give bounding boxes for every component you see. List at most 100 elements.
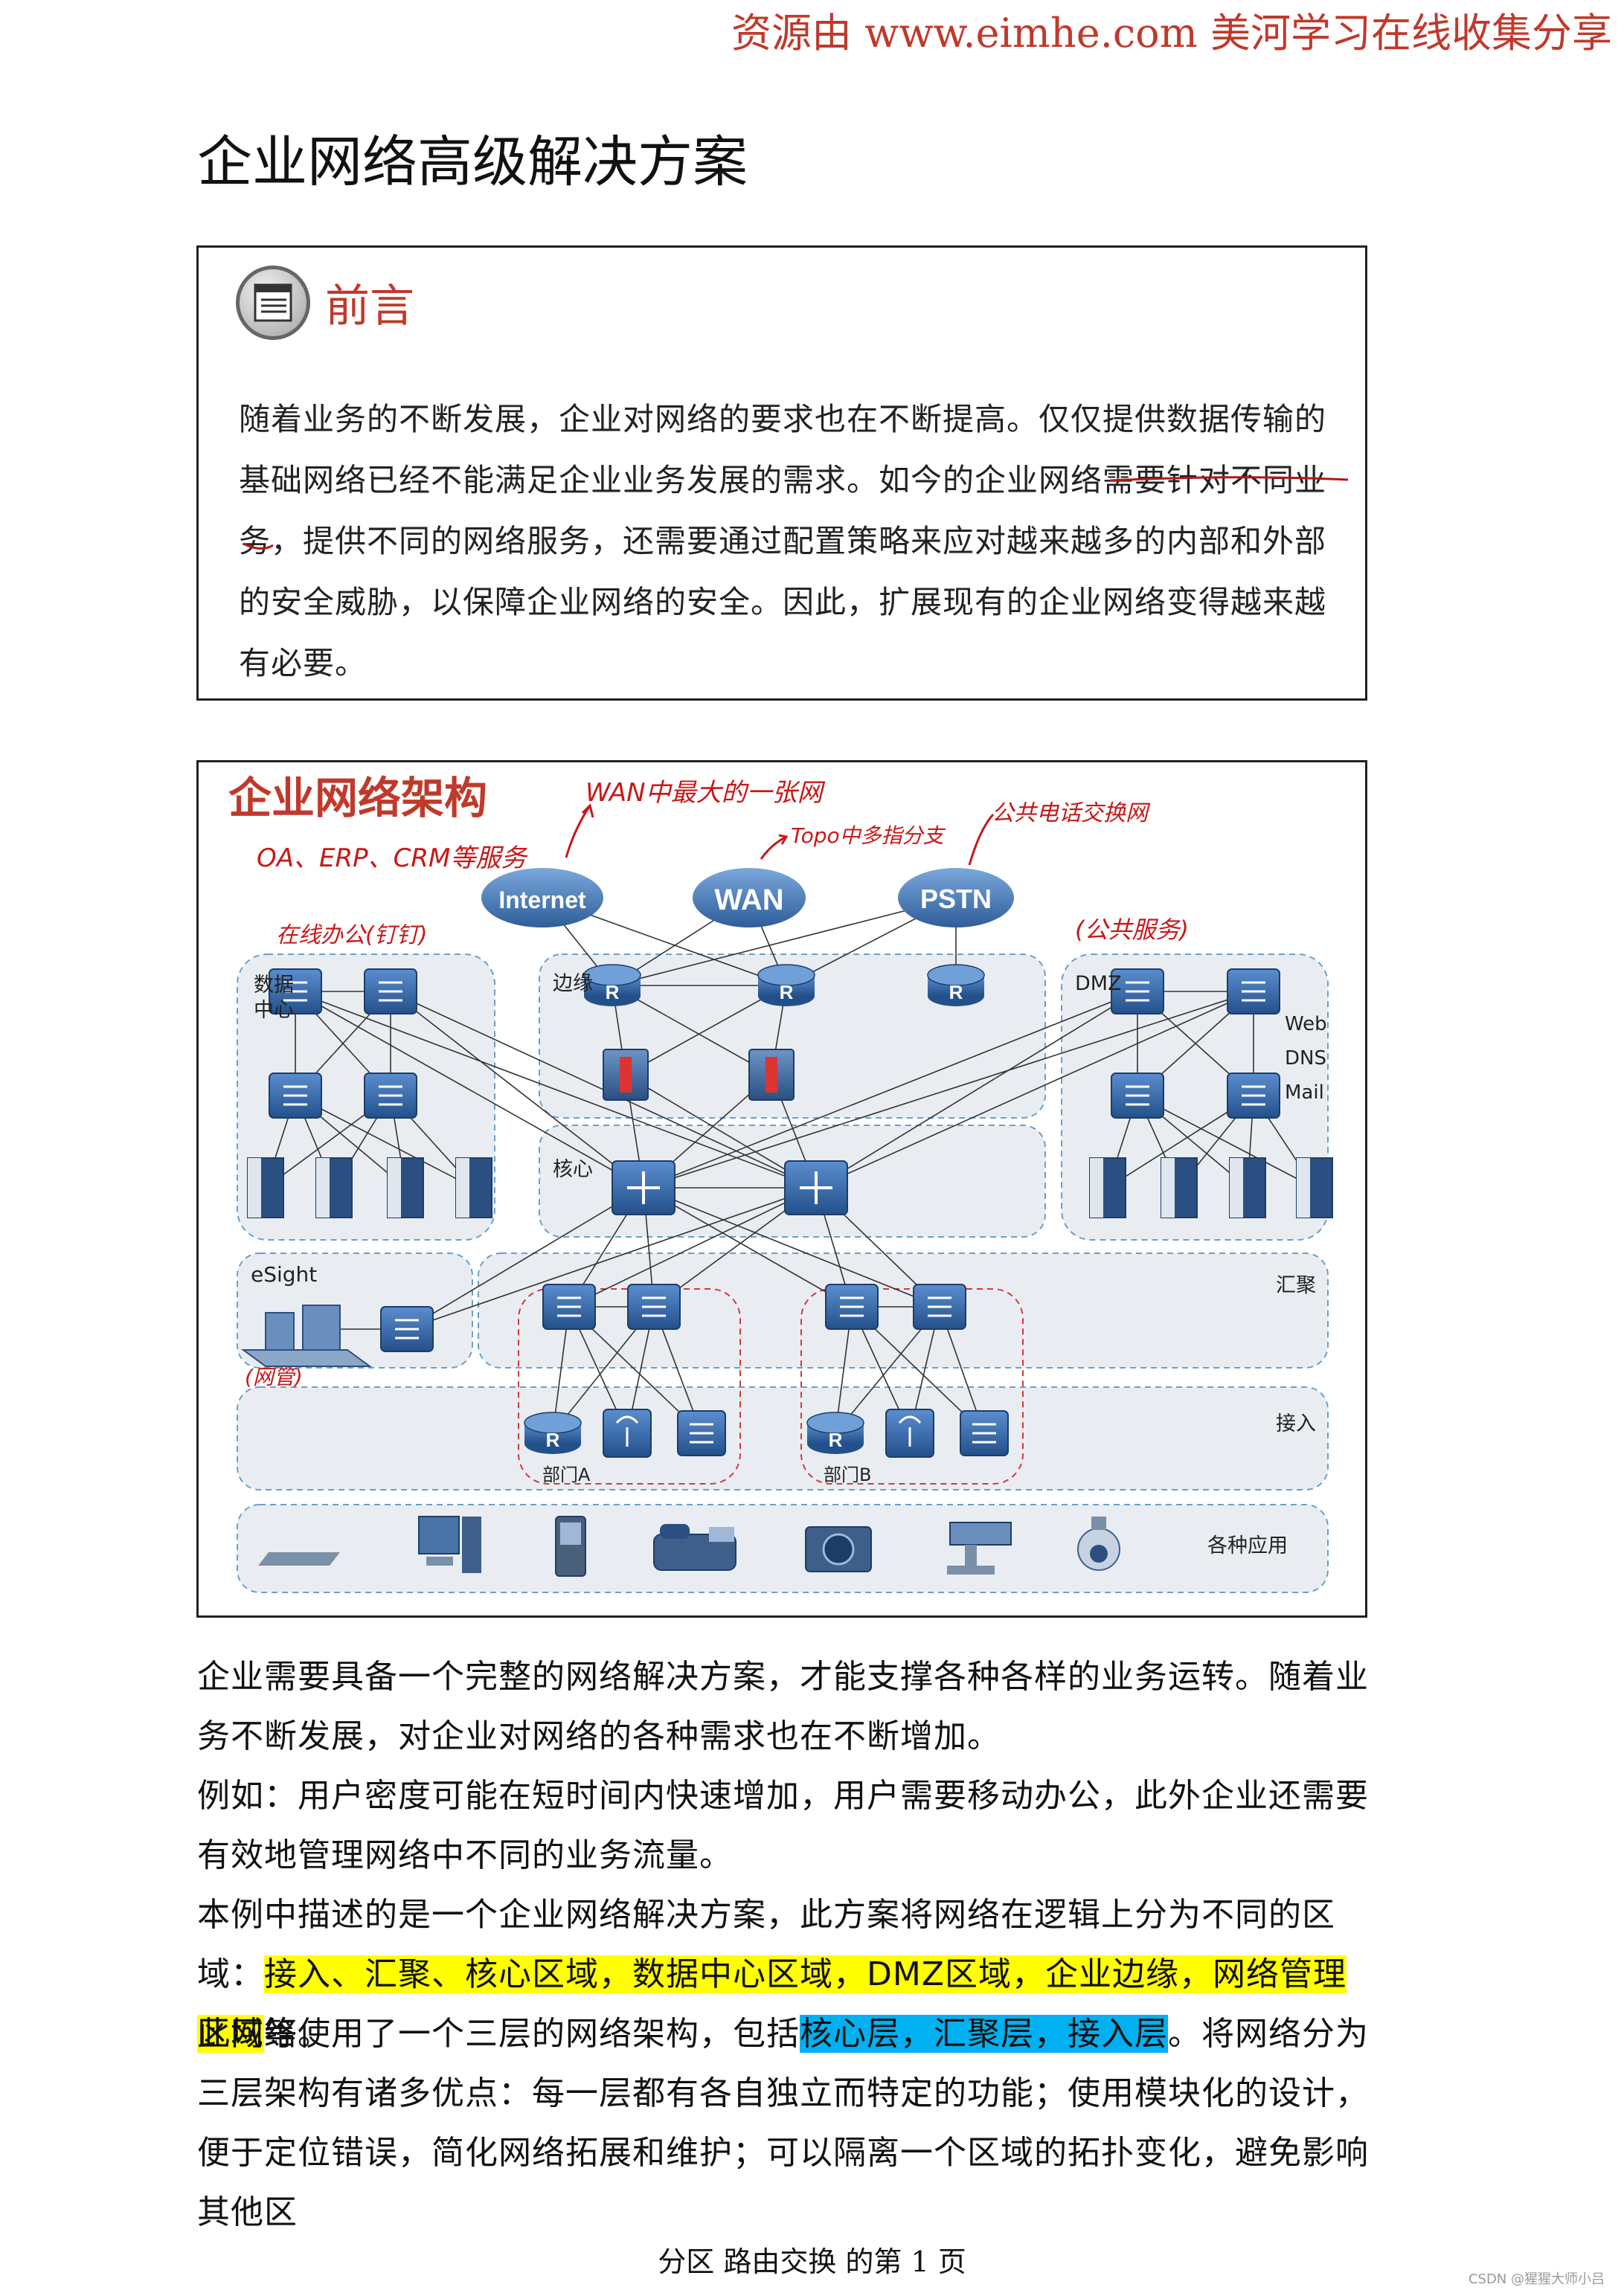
edge-router-icon: R	[583, 964, 641, 1006]
department-router-icon: R	[524, 1412, 582, 1454]
zone-label-esight: eSight	[251, 1262, 317, 1287]
datacenter-access-switch-icon	[364, 1073, 417, 1119]
router-label: R	[829, 1429, 843, 1451]
zone-label-aggregation: 汇聚	[1276, 1274, 1316, 1297]
department-router-icon: R	[806, 1412, 864, 1454]
aggregation-switch-icon	[627, 1284, 681, 1330]
dmz-service-mail: Mail	[1285, 1081, 1324, 1104]
pda-icon	[555, 1516, 586, 1577]
edge-router-icon: R	[757, 964, 815, 1006]
preface-heading: 前言	[325, 280, 414, 332]
handwritten-note-wan: WAN中最大的一张网	[585, 778, 826, 808]
department-a-outline	[518, 1288, 741, 1485]
cloud-label-pstn: PSTN	[920, 884, 992, 914]
handwritten-note-nms: (网管)	[245, 1365, 303, 1389]
wireless-ap-icon	[603, 1409, 652, 1458]
paragraph-4-highlight: 核心层，汇聚层，接入层	[800, 2015, 1168, 2053]
cloud-label-wan: WAN	[714, 884, 783, 916]
zone-label-access: 接入	[1276, 1412, 1316, 1435]
datacenter-core-switch-icon	[269, 968, 322, 1014]
wan-cloud: WAN	[693, 868, 806, 927]
zone-label-edge: 边缘	[553, 972, 593, 995]
diagram-title: 企业网络架构	[228, 773, 487, 823]
pstn-cloud: PSTN	[898, 868, 1014, 927]
laptop-icon	[258, 1552, 340, 1566]
paragraph-4-text: 此网络使用了一个三层的网络架构，包括	[197, 2015, 800, 2053]
zone-access	[237, 1386, 1329, 1491]
firewall-icon	[748, 1049, 795, 1101]
handwritten-note-pstn: 公共电话交换网	[992, 800, 1151, 826]
internet-cloud: Internet	[481, 868, 603, 927]
page-title: 企业网络高级解决方案	[197, 130, 748, 194]
zone-label-apps: 各种应用	[1207, 1534, 1288, 1557]
paragraph-4-tail: 。将网络分为三层架构有诸多优点：每一层都有各自独立而特定的功能；使用模块化的设计…	[197, 2015, 1369, 2231]
router-label: R	[780, 981, 794, 1003]
zone-edge	[539, 954, 1046, 1119]
paragraph-3-tail: 等。	[264, 2015, 331, 2053]
paragraph-1: 企业需要具备一个完整的网络解决方案，才能支撑各种各样的业务运转。随着业务不断发展…	[197, 1658, 1369, 1755]
access-switch-icon	[677, 1410, 726, 1456]
preface-box: 前言 随着业务的不断发展，企业对网络的要求也在不断提高。仅仅提供数据传输的基础网…	[196, 245, 1367, 701]
dmz-service-dns: DNS	[1285, 1047, 1326, 1070]
zone-aggregation	[478, 1252, 1329, 1369]
firewall-icon	[603, 1049, 649, 1101]
paragraph-3: 本例中描述的是一个企业网络解决方案，此方案将网络在逻辑上分为不同的区域：接入、汇…	[197, 1885, 1373, 2064]
router-label: R	[606, 981, 620, 1003]
datacenter-server-icon	[387, 1157, 424, 1218]
esight-switch-icon	[380, 1306, 434, 1352]
dmz-server-icon	[1296, 1157, 1333, 1218]
datacenter-server-icon	[455, 1157, 492, 1218]
zone-label-dmz: DMZ	[1075, 972, 1122, 995]
management-station-icon	[240, 1305, 373, 1367]
dmz-access-switch-icon	[1111, 1073, 1164, 1119]
aggregation-switch-icon	[542, 1284, 596, 1330]
router-label: R	[546, 1429, 560, 1451]
datacenter-core-switch-icon	[364, 968, 417, 1014]
handwritten-note-online: 在线办公(钉钉)	[276, 922, 427, 948]
dmz-server-icon	[1089, 1157, 1126, 1218]
datacenter-server-icon	[247, 1157, 284, 1218]
core-switch-icon	[612, 1160, 675, 1215]
page-footer: 分区 路由交换 的第 1 页	[658, 2245, 966, 2278]
paragraph-2: 例如：用户密度可能在短时间内快速增加，用户需要移动办公，此外企业还需要有效地管理…	[197, 1777, 1369, 1874]
surveillance-camera-icon	[947, 1522, 1012, 1575]
zone-label-datacenter-2: 中心	[254, 999, 294, 1022]
preface-body: 随着业务的不断发展，企业对网络的要求也在不断提高。仅仅提供数据传输的基础网络已经…	[239, 401, 1327, 681]
dmz-service-web: Web	[1285, 1013, 1327, 1035]
handwritten-note-topo: Topo中多指分支	[791, 823, 946, 848]
zone-label-datacenter-1: 数据	[254, 974, 294, 997]
document-list-icon	[236, 266, 310, 340]
cloud-label-internet: Internet	[498, 887, 586, 913]
dmz-access-switch-icon	[1227, 1073, 1280, 1119]
aggregation-switch-icon	[825, 1284, 879, 1330]
department-label-b: 部门B	[824, 1464, 871, 1485]
dmz-core-switch-icon	[1227, 968, 1280, 1014]
datacenter-access-switch-icon	[269, 1073, 322, 1119]
handwritten-note-oa: OA、ERP、CRM等服务	[257, 843, 528, 873]
csdn-watermark: CSDN @猩猩大师小吕	[1468, 2271, 1605, 2287]
aggregation-switch-icon	[913, 1284, 966, 1330]
edge-router-icon: R	[927, 964, 985, 1006]
department-label-a: 部门A	[542, 1464, 591, 1485]
ip-phone-icon	[653, 1524, 736, 1571]
handwritten-arrows	[565, 803, 995, 866]
router-label: R	[949, 981, 963, 1003]
paragraph-4: 此网络使用了一个三层的网络架构，包括核心层，汇聚层，接入层。将网络分为三层架构有…	[197, 2004, 1373, 2242]
camera-icon	[805, 1526, 872, 1572]
dmz-server-icon	[1229, 1157, 1266, 1218]
handwritten-note-public: (公共服务)	[1075, 916, 1189, 944]
zone-apps	[237, 1504, 1329, 1593]
dmz-server-icon	[1161, 1157, 1198, 1218]
datacenter-server-icon	[315, 1157, 353, 1218]
wireless-ap-icon	[885, 1409, 934, 1458]
department-b-outline	[800, 1288, 1024, 1485]
access-switch-icon	[960, 1410, 1009, 1456]
desktop-pc-icon	[418, 1516, 481, 1573]
zone-label-core: 核心	[553, 1158, 593, 1181]
paragraph-3-text: 本例中描述的是一个企业网络解决方案，此方案将网络在逻辑上分为不同的区域：	[197, 1896, 1335, 1993]
core-switch-icon	[784, 1160, 848, 1215]
source-watermark: 资源由 www.eimhe.com 美河学习在线收集分享	[731, 10, 1612, 57]
dome-camera-icon	[1077, 1517, 1120, 1571]
dmz-core-switch-icon	[1111, 968, 1164, 1014]
